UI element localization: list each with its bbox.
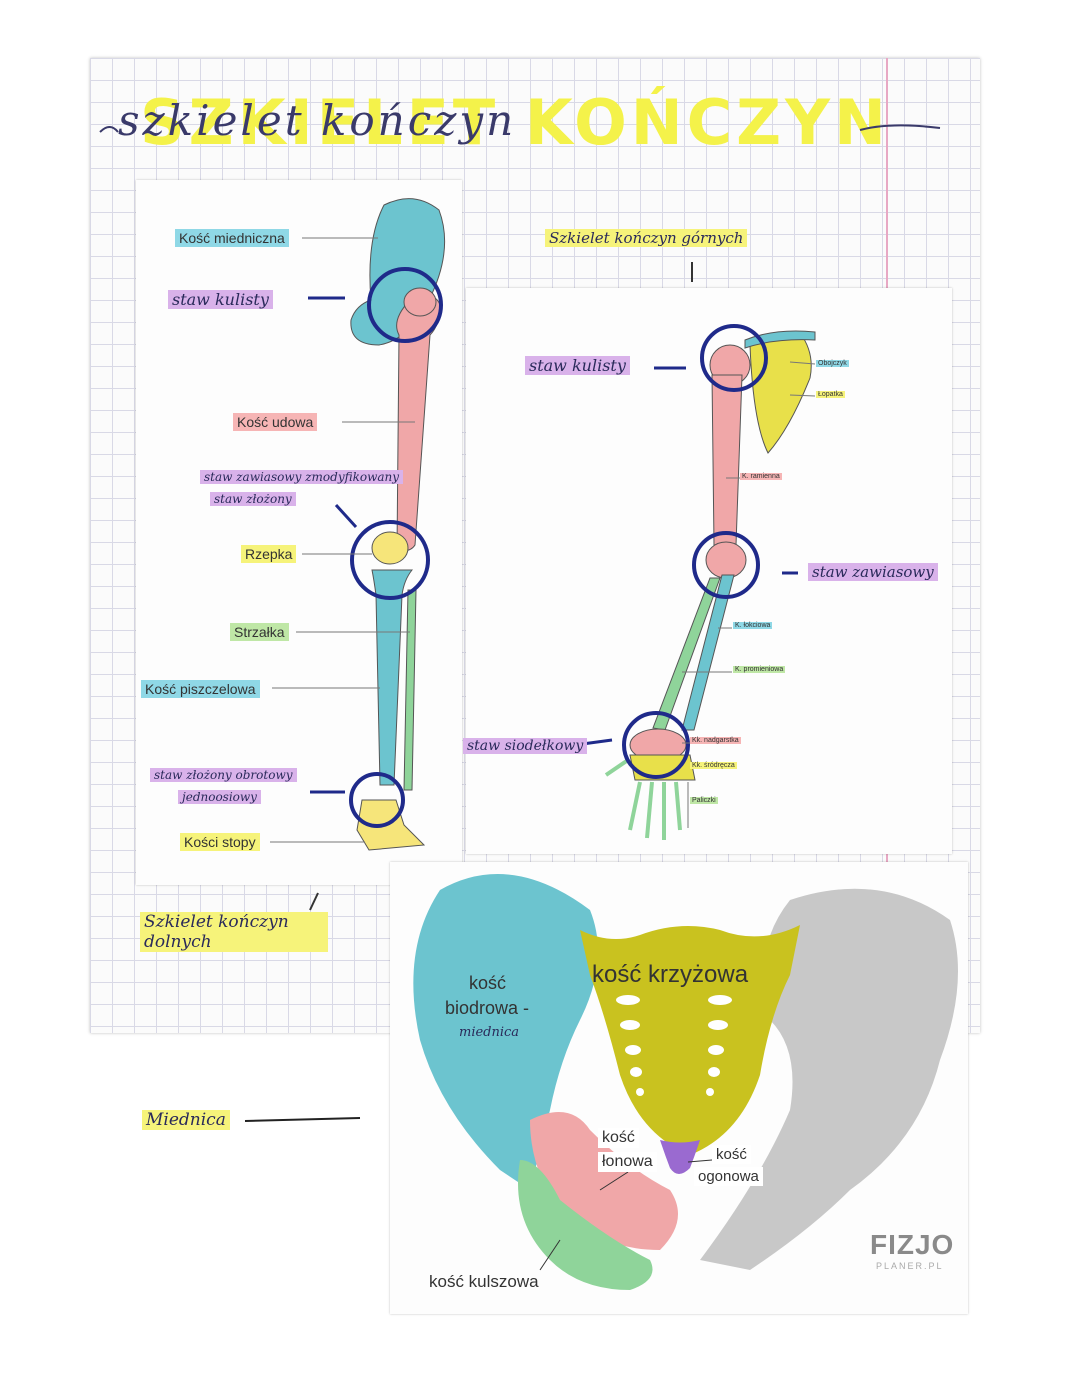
label-ilium-note: miednica [459,1025,520,1040]
phalanges [604,758,682,840]
title-highlight: SZKIELET KOŃCZYN [140,86,890,159]
note-ball-joint-upper: staw kulisty [525,356,630,375]
shoulder-joint-circle [700,324,768,392]
patella [371,531,409,565]
note-saddle-joint: staw siodełkowy [463,738,588,754]
label-humerus: K. ramienna [740,473,782,480]
label-pubis-line2: łonowa [598,1152,657,1172]
tibia [371,569,414,786]
wrist-joint-circle [622,711,690,779]
clavicle [744,330,816,349]
note-ankle-joint-line2: jednoosiowy [178,790,261,804]
elbow-joint-circle [692,531,760,599]
label-scapula: Łopatka [816,391,845,398]
ulna [681,574,735,731]
label-pelvic-bone: Kość miedniczna [175,229,289,247]
label-carpals: Kk. nadgarstka [690,737,741,744]
label-tibia: Kość piszczelowa [141,680,260,698]
label-ilium-line1: kość [469,973,507,993]
note-ankle-joint-line1: staw złożony obrotowy [150,768,297,782]
pelvis-caption: Miednica [142,1110,230,1130]
hip-joint-circle [367,267,443,343]
label-ilium-line2: biodrowa - [445,998,530,1018]
upper-limb-caption: Szkielet kończyn górnych [545,229,748,247]
label-fibula: Strzałka [230,623,289,641]
ankle-joint-circle [349,772,405,828]
left-ilium [413,874,598,1190]
label-pubis-line1: kość [598,1128,639,1148]
label-patella: Rzepka [241,545,297,563]
label-ischium: kość kulszowa [429,1272,539,1291]
sacrum [580,925,800,1155]
femoral-head [403,287,437,317]
logo-fizjo: FIZJO [870,1229,955,1260]
note-hinge-joint-line1: staw zawiasowy zmodyfikowany [200,470,404,484]
label-coccyx-line2: ogonowa [694,1167,763,1186]
note-hinge-joint-upper: staw zawiasowy [808,563,938,581]
label-radius: K. promieniowa [733,666,786,673]
logo-planer: PLANER.PL [876,1261,944,1271]
label-coccyx-line1: kość [712,1145,751,1164]
foot-bones [356,799,426,851]
coccyx [660,1140,700,1174]
sacral-foramina [616,995,732,1096]
note-hinge-joint-line2: staw złożony [210,492,296,506]
label-ulna: K. łokciowa [733,622,773,629]
ischium [518,1160,653,1290]
label-femur: Kość udowa [233,413,318,431]
note-ball-joint-lower: staw kulisty [168,290,273,309]
femur [396,295,441,552]
label-clavicle: Obojczyk [816,360,849,367]
label-metacarpals: Kk. śródręcza [690,762,737,769]
label-foot-bones: Kości stopy [180,833,260,851]
knee-joint-circle [350,520,430,600]
title-script: szkielet kończyn [118,96,517,145]
label-sacrum: kość krzyżowa [592,961,749,988]
lower-limb-caption: Szkielet kończyn dolnych [140,912,328,952]
label-phalanges: Paliczki [690,797,718,804]
